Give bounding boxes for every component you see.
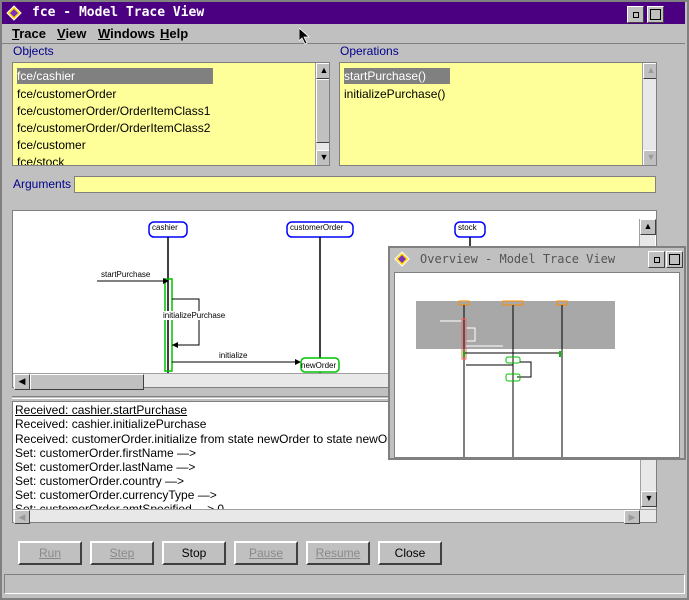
log-line: Received: cashier.startPurchase (15, 403, 188, 417)
message-label: startPurchase (101, 270, 151, 279)
menu-view[interactable]: View (57, 26, 87, 41)
scroll-thumb[interactable] (30, 374, 144, 390)
minimize-button[interactable] (648, 251, 665, 268)
overview-window[interactable]: Overview - Model Trace View (388, 246, 686, 460)
overview-canvas[interactable] (394, 272, 680, 458)
log-line: Received: customerOrder.initialize from … (15, 432, 405, 446)
scroll-down-icon[interactable]: ▼ (641, 491, 657, 507)
app-icon[interactable] (6, 5, 22, 21)
operations-label: Operations (340, 44, 399, 58)
log-line: Set: customerOrder.currencyType —> (15, 488, 217, 502)
log-line: Received: cashier.initializePurchase (15, 417, 207, 431)
scroll-left-icon[interactable]: ◀ (14, 510, 30, 524)
log-line: Set: customerOrder.amtSpecified —> 0 (15, 502, 225, 510)
list-item[interactable]: startPurchase() (344, 68, 450, 84)
menu-windows[interactable]: Windows (98, 26, 155, 41)
run-button[interactable]: Run (18, 541, 82, 565)
lifeline-label: customerOrder (290, 223, 344, 232)
scroll-up-icon[interactable]: ▲ (640, 219, 656, 235)
state-label: newOrder (301, 361, 337, 370)
list-item[interactable]: fce/customerOrder (17, 87, 117, 101)
scroll-right-icon[interactable]: ▶ (624, 510, 640, 524)
log-line: Set: customerOrder.country —> (15, 474, 185, 488)
log-line: Set: customerOrder.firstName —> (15, 446, 197, 460)
self-message-arrow (172, 298, 200, 346)
mouse-cursor-icon (299, 28, 311, 44)
menu-bar: Trace View Windows Help (2, 24, 685, 44)
close-button[interactable]: Close (378, 541, 442, 565)
overview-title-bar[interactable]: Overview - Model Trace View (390, 248, 684, 270)
operations-list[interactable]: startPurchase() initializePurchase() ▲ ▼ (339, 62, 657, 166)
menu-help[interactable]: Help (160, 26, 189, 41)
arguments-label: Arguments (13, 177, 72, 191)
log-line: Set: customerOrder.lastName —> (15, 460, 196, 474)
scroll-thumb[interactable] (316, 79, 329, 143)
list-item[interactable]: fce/stock (17, 155, 65, 166)
maximize-button[interactable] (647, 6, 664, 23)
activation-bar (164, 278, 173, 372)
list-item[interactable]: fce/customerOrder/OrderItemClass1 (17, 104, 211, 118)
overview-title: Overview - Model Trace View (420, 252, 616, 266)
resume-button[interactable]: Resume (306, 541, 370, 565)
title-bar[interactable]: fce - Model Trace View (2, 2, 685, 24)
operations-scrollbar[interactable]: ▲ ▼ (642, 63, 656, 165)
stop-button[interactable]: Stop (162, 541, 226, 565)
list-item[interactable]: fce/customerOrder/OrderItemClass2 (17, 121, 211, 135)
maximize-button[interactable] (666, 251, 683, 268)
minimize-button[interactable] (627, 6, 644, 23)
step-button[interactable]: Step (90, 541, 154, 565)
pause-button[interactable]: Pause (234, 541, 298, 565)
state-box[interactable] (300, 357, 340, 373)
list-item[interactable]: fce/customer (17, 138, 86, 152)
scroll-up-icon[interactable]: ▲ (316, 63, 329, 79)
scroll-down-icon[interactable]: ▼ (643, 150, 656, 165)
objects-scrollbar[interactable]: ▲ ▼ (315, 63, 329, 165)
viewport-rect[interactable] (416, 301, 615, 349)
scroll-down-icon[interactable]: ▼ (316, 150, 329, 165)
lifeline-label: stock (458, 223, 477, 232)
window-title: fce - Model Trace View (32, 5, 205, 20)
message-label: initialize (219, 351, 248, 360)
objects-list[interactable]: fce/cashier fce/customerOrder fce/custom… (12, 62, 330, 166)
objects-label: Objects (13, 44, 54, 58)
scroll-left-icon[interactable]: ◀ (14, 374, 30, 390)
lifeline-label: cashier (152, 223, 178, 232)
list-item[interactable]: fce/cashier (17, 68, 213, 84)
arguments-input[interactable] (74, 176, 656, 193)
splitter[interactable] (12, 396, 657, 399)
log-hscrollbar[interactable]: ◀ ▶ (13, 509, 656, 524)
scroll-up-icon[interactable]: ▲ (643, 63, 656, 79)
app-icon[interactable] (394, 251, 410, 267)
status-bar (4, 574, 685, 594)
menu-trace[interactable]: Trace (12, 26, 46, 41)
list-item[interactable]: initializePurchase() (344, 87, 446, 101)
message-label: initializePurchase (163, 311, 226, 320)
